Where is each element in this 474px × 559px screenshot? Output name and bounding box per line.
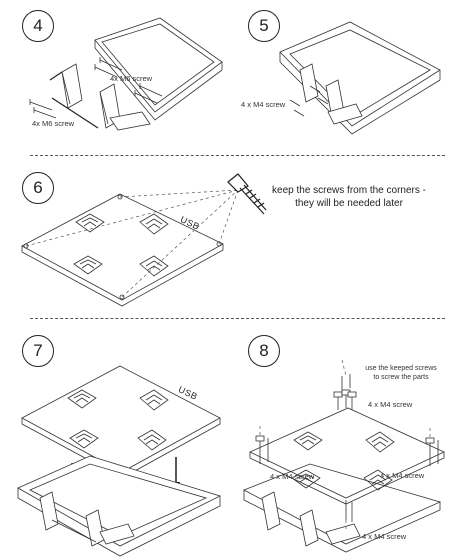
section-divider-1 [30,155,445,156]
step-5-screw-label: 4 x M4 screw [241,100,286,109]
step-8-note: use the keeped screws to screw the parts [356,364,446,382]
step-4-badge: 4 [22,10,54,42]
step-6-note: keep the screws from the corners - they … [264,184,434,210]
step-8-badge: 8 [248,335,280,367]
step-4-frame-illustration [29,17,223,131]
step-8-bottom-screw-label: 4 x M4 screw [362,532,407,541]
step-4-top-screw-label: 4x M6 screw [110,74,153,83]
step-7-illustration [17,365,222,557]
step-6-badge: 6 [22,172,54,204]
step-8-note-line-1: use the keeped screws [365,365,437,372]
step-5-badge: 5 [248,10,280,42]
step-7-badge: 7 [22,335,54,367]
step-6-note-line-1: keep the screws from the corners - [272,185,426,196]
step-8-top-screw-label: 4 x M4 screw [368,400,413,409]
step-4-bottom-screw-label: 4x M6 screw [32,119,75,128]
step-8-illustration [243,359,445,553]
step-8-left-screw-label: 4 x M4 screw [270,472,315,481]
step-5-frame-illustration [279,21,441,135]
step-6-note-line-2: they will be needed later [295,198,403,209]
step-8-mid-screw-label: 4 x M4 screw [380,471,425,480]
step-6-bed-illustration [21,173,267,307]
step-8-note-line-2: to screw the parts [373,374,429,381]
section-divider-2 [30,318,445,319]
